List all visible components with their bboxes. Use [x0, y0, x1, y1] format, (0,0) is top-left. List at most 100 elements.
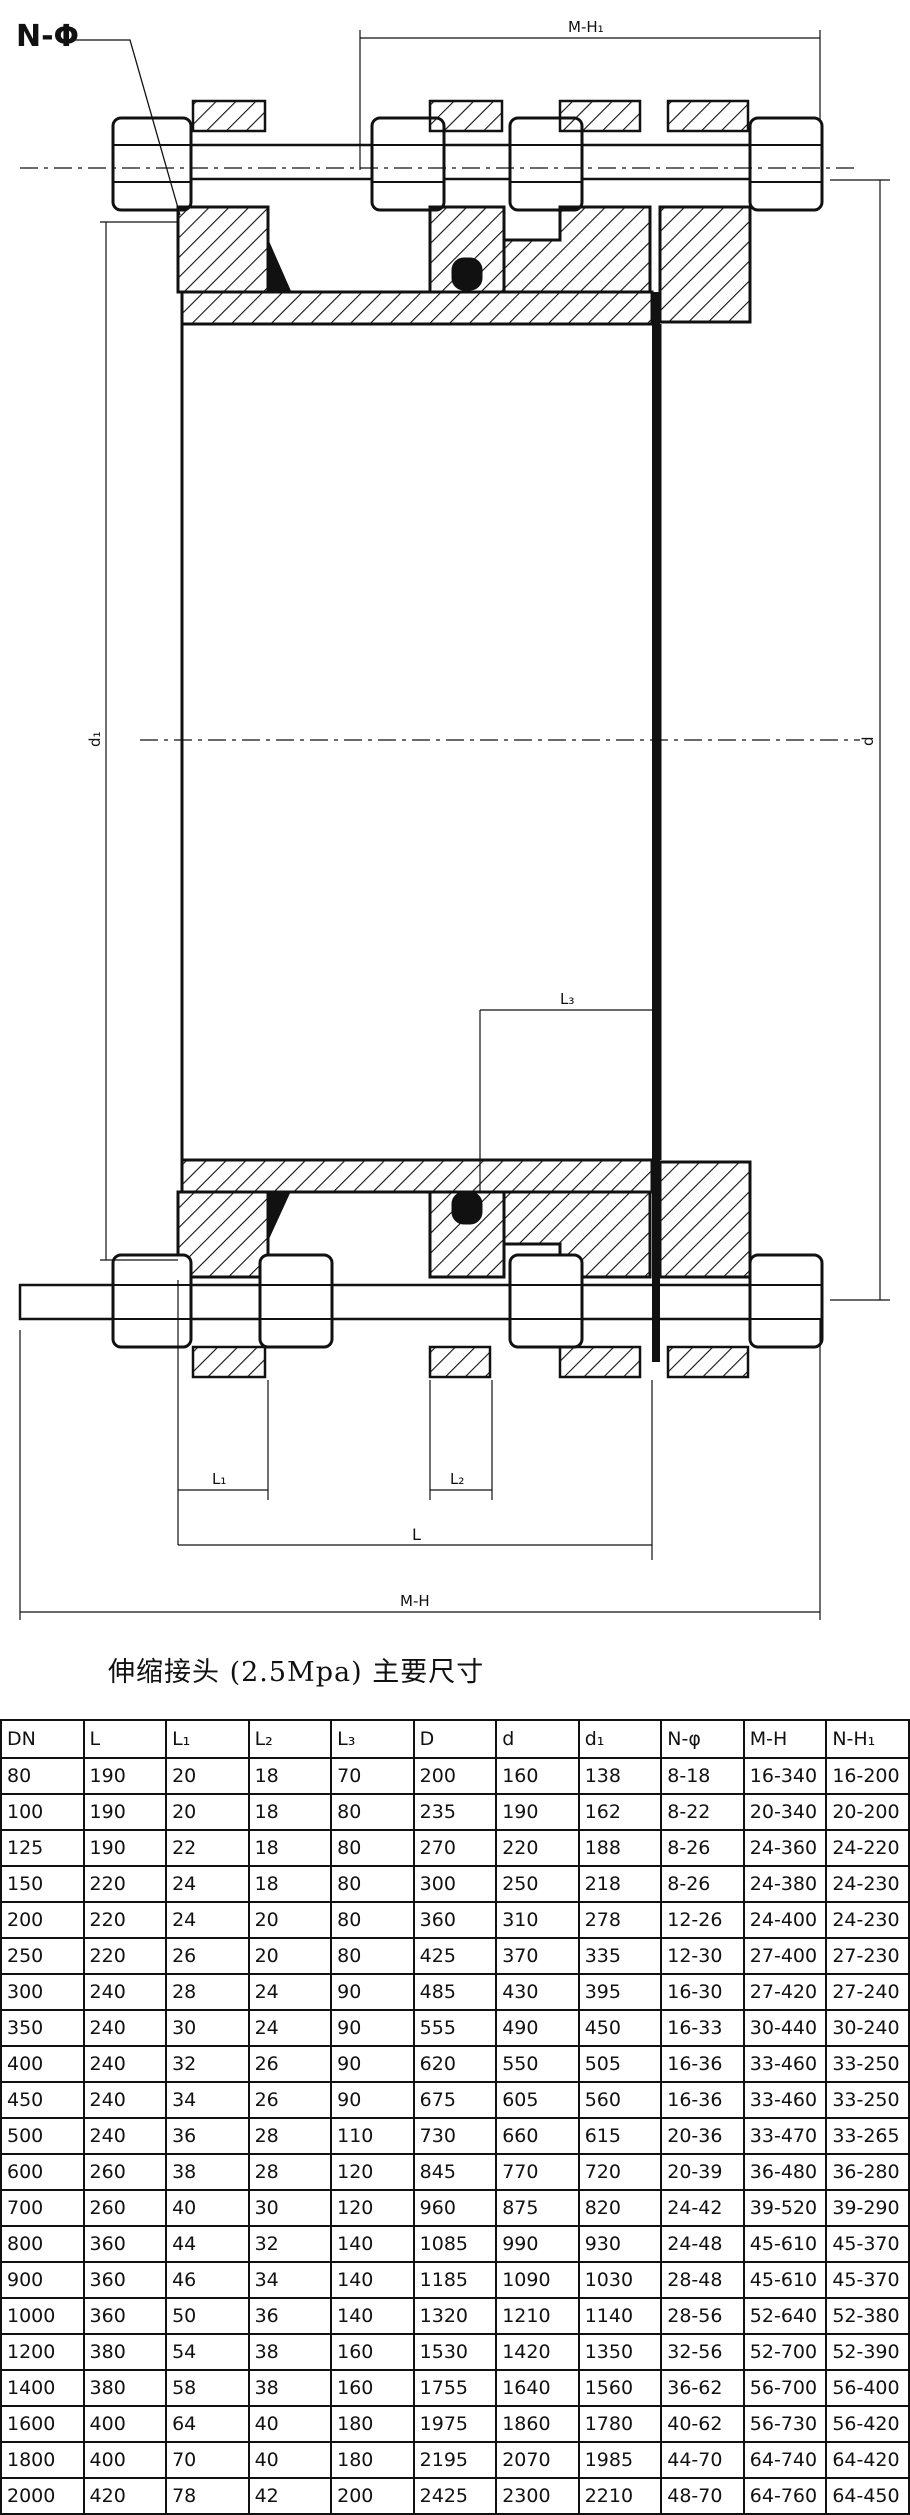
table-cell: 24-400	[742, 1901, 828, 1939]
table-cell: 278	[577, 1901, 663, 1939]
table-cell: 56-700	[742, 2369, 828, 2407]
table-cell: 36	[247, 2297, 333, 2335]
table-header-row: DN L L₁ L₂ L₃ D d d₁ N-φ M-H N-H₁	[0, 1719, 910, 1759]
table-cell: 16-340	[742, 1757, 828, 1795]
table-cell: 200	[0, 1901, 85, 1939]
table-cell: 430	[495, 1973, 580, 2011]
table-cell: 8-18	[660, 1757, 745, 1795]
table-cell: 250	[495, 1865, 580, 1903]
table-cell: 160	[330, 2369, 415, 2407]
table-cell: 18	[247, 1757, 333, 1795]
table-cell: 20-36	[660, 2117, 745, 2155]
table-cell: 600	[0, 2153, 85, 2191]
top-nut-1	[111, 116, 193, 212]
table-cell: 930	[577, 2225, 663, 2263]
table-cell: 32-56	[660, 2333, 745, 2371]
table-cell: 100	[0, 1793, 85, 1831]
table-cell: 180	[330, 2405, 415, 2443]
table-cell: 1860	[495, 2405, 580, 2443]
table-cell: 24-48	[660, 2225, 745, 2263]
table-cell: 64-740	[742, 2441, 828, 2479]
header-l1: L₁	[165, 1719, 250, 1759]
table-cell: 12-26	[660, 1901, 745, 1939]
d-label: d	[859, 736, 877, 746]
l2-label: L₂	[450, 1470, 464, 1488]
table-cell: 46	[165, 2261, 250, 2299]
table-cell: 270	[412, 1829, 498, 1867]
table-cell: 310	[495, 1901, 580, 1939]
table-cell: 20	[165, 1757, 250, 1795]
table-cell: 18	[247, 1865, 333, 1903]
table-cell: 190	[495, 1793, 580, 1831]
table-cell: 58	[165, 2369, 250, 2407]
table-cell: 180	[330, 2441, 415, 2479]
header-m-h: M-H	[742, 1719, 828, 1759]
table-cell: 39-520	[742, 2189, 828, 2227]
table-cell: 555	[412, 2009, 498, 2047]
table-cell: 660	[495, 2117, 580, 2155]
table-cell: 1420	[495, 2333, 580, 2371]
table-cell: 188	[577, 1829, 663, 1867]
table-cell: 18	[247, 1829, 333, 1867]
table-cell: 30	[165, 2009, 250, 2047]
table-cell: 160	[495, 1757, 580, 1795]
table-cell: 425	[412, 1937, 498, 1975]
table-cell: 50	[165, 2297, 250, 2335]
expansion-joint-drawing: N-Φ M-H₁ d₁ d L₃ L₁ L₂ L M-H	[16, 18, 890, 1620]
table-cell: 33-250	[825, 2081, 910, 2119]
table-cell: 560	[577, 2081, 663, 2119]
table-cell: 18	[247, 1793, 333, 1831]
table-cell: 620	[412, 2045, 498, 2083]
table-cell: 42	[247, 2477, 333, 2515]
table-cell: 24-380	[742, 1865, 828, 1903]
header-d1: d₁	[577, 1719, 663, 1759]
table-cell: 190	[82, 1793, 168, 1831]
table-cell: 730	[412, 2117, 498, 2155]
table-cell: 1600	[0, 2405, 85, 2443]
table-cell: 1320	[412, 2297, 498, 2335]
table-cell: 52-700	[742, 2333, 828, 2371]
table-cell: 80	[330, 1901, 415, 1939]
top-seal	[451, 257, 483, 291]
table-cell: 52-640	[742, 2297, 828, 2335]
table-cell: 27-240	[825, 1973, 910, 2011]
table-cell: 30	[247, 2189, 333, 2227]
table-cell: 1400	[0, 2369, 85, 2407]
table-cell: 190	[82, 1829, 168, 1867]
bottom-left-flange	[176, 1190, 270, 1279]
table-cell: 36-280	[825, 2153, 910, 2191]
header-dn: DN	[0, 1719, 85, 1759]
table-cell: 64-760	[742, 2477, 828, 2515]
top-nut-3	[508, 116, 584, 212]
table-cell: 33-470	[742, 2117, 828, 2155]
table-cell: 33-250	[825, 2045, 910, 2083]
header-l2: L₂	[247, 1719, 333, 1759]
table-cell: 110	[330, 2117, 415, 2155]
table-cell: 38	[247, 2369, 333, 2407]
table-cell: 380	[82, 2333, 168, 2371]
table-cell: 220	[82, 1937, 168, 1975]
table-cell: 140	[330, 2261, 415, 2299]
table-cell: 40	[247, 2441, 333, 2479]
table-cell: 1350	[577, 2333, 663, 2371]
table-cell: 260	[82, 2153, 168, 2191]
table-cell: 78	[165, 2477, 250, 2515]
top-right-flange	[658, 205, 752, 324]
table-cell: 150	[0, 1865, 85, 1903]
table-cell: 1755	[412, 2369, 498, 2407]
table-cell: 960	[412, 2189, 498, 2227]
l-label: L	[412, 1525, 421, 1544]
table-cell: 1000	[0, 2297, 85, 2335]
n-phi-label: N-Φ	[16, 19, 79, 54]
table-cell: 20	[247, 1901, 333, 1939]
table-cell: 1185	[412, 2261, 498, 2299]
